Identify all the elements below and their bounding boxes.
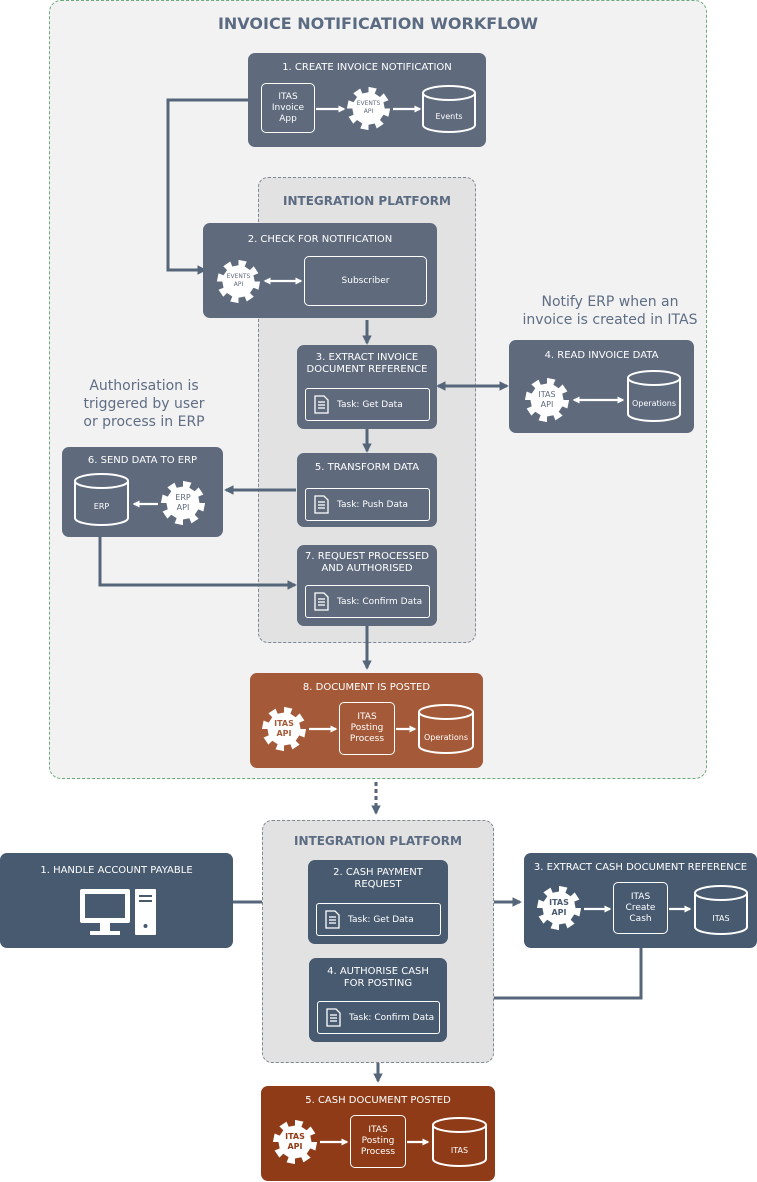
authorise-cash-title: 4. AUTHORISE CASH FOR POSTING bbox=[327, 966, 429, 989]
authorise-cash-box: 4. AUTHORISE CASH FOR POSTING Task: Conf… bbox=[309, 958, 447, 1042]
integration-platform-title: INTEGRATION PLATFORM bbox=[283, 194, 451, 208]
cash-document-posted-box: 5. CASH DOCUMENT POSTED ITAS API ITAS Po… bbox=[261, 1086, 495, 1181]
itas-create-cash-box: ITAS Create Cash bbox=[613, 882, 668, 934]
task-confirm-data: Task: Confirm Data bbox=[305, 585, 430, 618]
workflow-title: INVOICE NOTIFICATION WORKFLOW bbox=[217, 14, 539, 33]
read-inner-arrows bbox=[572, 396, 625, 404]
erp-api-gear-icon: ERP API bbox=[160, 480, 206, 526]
create-inner-arrows bbox=[316, 105, 422, 113]
connector-extract-to-authorise bbox=[448, 948, 643, 1003]
check-notification-box: 2. CHECK FOR NOTIFICATION EVENTS API Sub… bbox=[203, 223, 437, 318]
itas-api-gear-icon: ITAS API bbox=[261, 706, 307, 752]
operations-database-icon: Operations bbox=[417, 703, 475, 755]
itas-posting-process-box: ITAS Posting Process bbox=[339, 702, 395, 755]
handle-account-payable-title: 1. HANDLE ACCOUNT PAYABLE bbox=[40, 865, 193, 876]
extract-cash-box: 3. EXTRACT CASH DOCUMENT REFERENCE ITAS … bbox=[524, 853, 757, 948]
document-posted-box: 8. DOCUMENT IS POSTED ITAS API ITAS Post… bbox=[250, 673, 483, 768]
connector-create-to-check bbox=[166, 98, 248, 275]
transform-data-box: 5. TRANSFORM DATA Task: Push Data bbox=[297, 453, 437, 527]
document-icon bbox=[325, 910, 340, 929]
read-invoice-box: 4. READ INVOICE DATA ITAS API Operations bbox=[509, 340, 694, 433]
subscriber-box: Subscriber bbox=[304, 256, 427, 306]
computer-icon bbox=[80, 889, 156, 935]
itas-api-gear-icon: ITAS API bbox=[272, 1119, 318, 1165]
task-get-data: Task: Get Data bbox=[305, 388, 430, 421]
itas-database-icon: ITAS bbox=[693, 884, 749, 936]
erp-database-icon: ERP bbox=[73, 472, 130, 527]
note-notify-erp: Notify ERP when an invoice is created in… bbox=[522, 294, 698, 328]
request-processed-title: 7. REQUEST PROCESSED AND AUTHORISED bbox=[305, 551, 429, 574]
transform-data-title: 5. TRANSFORM DATA bbox=[314, 462, 420, 473]
cash-payment-request-title: 2. CASH PAYMENT REQUEST bbox=[333, 867, 423, 890]
itas-posting-process-box: ITAS Posting Process bbox=[350, 1115, 406, 1168]
document-icon bbox=[314, 495, 329, 514]
create-notification-box: 1. CREATE INVOICE NOTIFICATION ITAS Invo… bbox=[248, 53, 486, 147]
task-push-data: Task: Push Data bbox=[305, 488, 430, 521]
task-confirm-data: Task: Confirm Data bbox=[317, 1001, 440, 1034]
operations-database-icon: Operations bbox=[626, 369, 682, 423]
events-api-gear-icon: EVENTS API bbox=[346, 86, 391, 131]
document-icon bbox=[314, 395, 329, 414]
document-icon bbox=[314, 592, 329, 611]
posted-inner-arrows bbox=[309, 725, 417, 733]
document-posted-title: 8. DOCUMENT IS POSTED bbox=[302, 682, 431, 693]
task-get-data: Task: Get Data bbox=[316, 903, 441, 936]
cash-integration-platform-title: INTEGRATION PLATFORM bbox=[294, 834, 462, 848]
send-data-erp-box: 6. SEND DATA TO ERP ERP ERP API bbox=[62, 447, 223, 537]
send-data-erp-title: 6. SEND DATA TO ERP bbox=[87, 455, 198, 466]
extract-invoice-box: 3. EXTRACT INVOICE DOCUMENT REFERENCE Ta… bbox=[297, 345, 437, 429]
read-invoice-title: 4. READ INVOICE DATA bbox=[544, 350, 659, 361]
document-icon bbox=[326, 1008, 341, 1027]
itas-invoice-app-box: ITAS Invoice App bbox=[261, 83, 315, 133]
extract-invoice-title: 3. EXTRACT INVOICE DOCUMENT REFERENCE bbox=[306, 352, 428, 375]
create-notification-title: 1. CREATE INVOICE NOTIFICATION bbox=[282, 62, 452, 73]
check-notification-title: 2. CHECK FOR NOTIFICATION bbox=[247, 234, 393, 245]
events-api-gear-icon: EVENTS API bbox=[216, 259, 261, 304]
extract-cash-title: 3. EXTRACT CASH DOCUMENT REFERENCE bbox=[533, 862, 748, 873]
cash-payment-request-box: 2. CASH PAYMENT REQUEST Task: Get Data bbox=[308, 860, 448, 944]
itas-api-gear-icon: ITAS API bbox=[524, 377, 570, 423]
cash-document-posted-title: 5. CASH DOCUMENT POSTED bbox=[305, 1095, 451, 1106]
cash-posted-inner-arrows bbox=[320, 1138, 430, 1146]
handle-account-payable-box: 1. HANDLE ACCOUNT PAYABLE bbox=[0, 853, 233, 948]
check-inner-arrows bbox=[263, 277, 303, 285]
request-processed-box: 7. REQUEST PROCESSED AND AUTHORISED Task… bbox=[297, 545, 437, 626]
connector-erp-to-request bbox=[98, 535, 297, 590]
itas-api-gear-icon: ITAS API bbox=[536, 885, 582, 931]
send-inner-arrows bbox=[132, 500, 158, 508]
events-database-icon: Events bbox=[421, 84, 477, 134]
note-authorisation: Authorisation is triggered by user or pr… bbox=[83, 378, 205, 430]
itas-database-icon: ITAS bbox=[431, 1116, 488, 1168]
extract-cash-inner-arrows bbox=[584, 905, 692, 913]
